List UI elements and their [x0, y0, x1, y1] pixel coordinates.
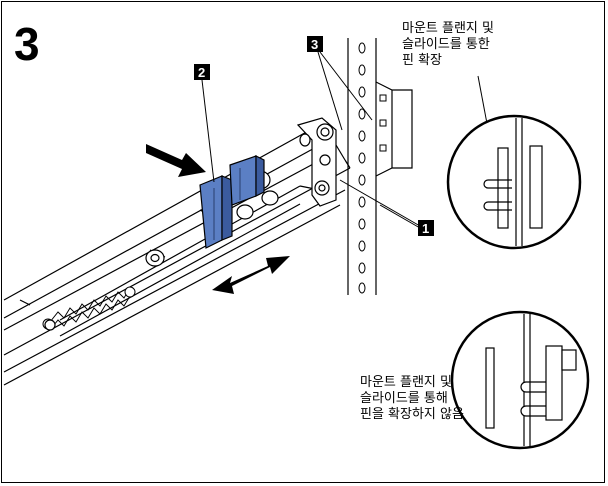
caption-bottom: 마운트 플랜지 및 슬라이드를 통해 핀을 확장하지 않음 [360, 375, 464, 422]
detail-pin-not-extended [450, 310, 590, 450]
slide-arrow [212, 256, 290, 294]
flange-holes [358, 42, 387, 294]
caption-bottom-line2: 슬라이드를 통해 [360, 391, 448, 406]
mounting-flange [347, 38, 413, 295]
push-arrow [146, 144, 206, 177]
callout-2-number: 2 [198, 65, 205, 80]
caption-bottom-line3: 핀을 확장하지 않음 [360, 407, 464, 422]
caption-top-line3: 핀 확장 [402, 53, 442, 68]
callout-2: 2 [194, 64, 215, 183]
callout-1: 1 [339, 179, 434, 236]
callout-3-number: 3 [311, 37, 318, 52]
callout-1-number: 1 [422, 221, 429, 236]
step-number: 3 [14, 18, 40, 70]
caption-bottom-line1: 마운트 플랜지 및 [360, 375, 452, 390]
callout-3: 3 [307, 36, 373, 131]
rail-bracket [296, 117, 337, 207]
caption-top: 마운트 플랜지 및 슬라이드를 통한 핀 확장 [402, 21, 494, 151]
detail-pin-extended [446, 114, 582, 250]
rail-spring [42, 286, 136, 331]
release-latch [199, 155, 265, 249]
slide-rail [3, 129, 351, 386]
caption-top-line2: 슬라이드를 통한 [402, 37, 490, 52]
caption-top-line1: 마운트 플랜지 및 [402, 21, 494, 36]
